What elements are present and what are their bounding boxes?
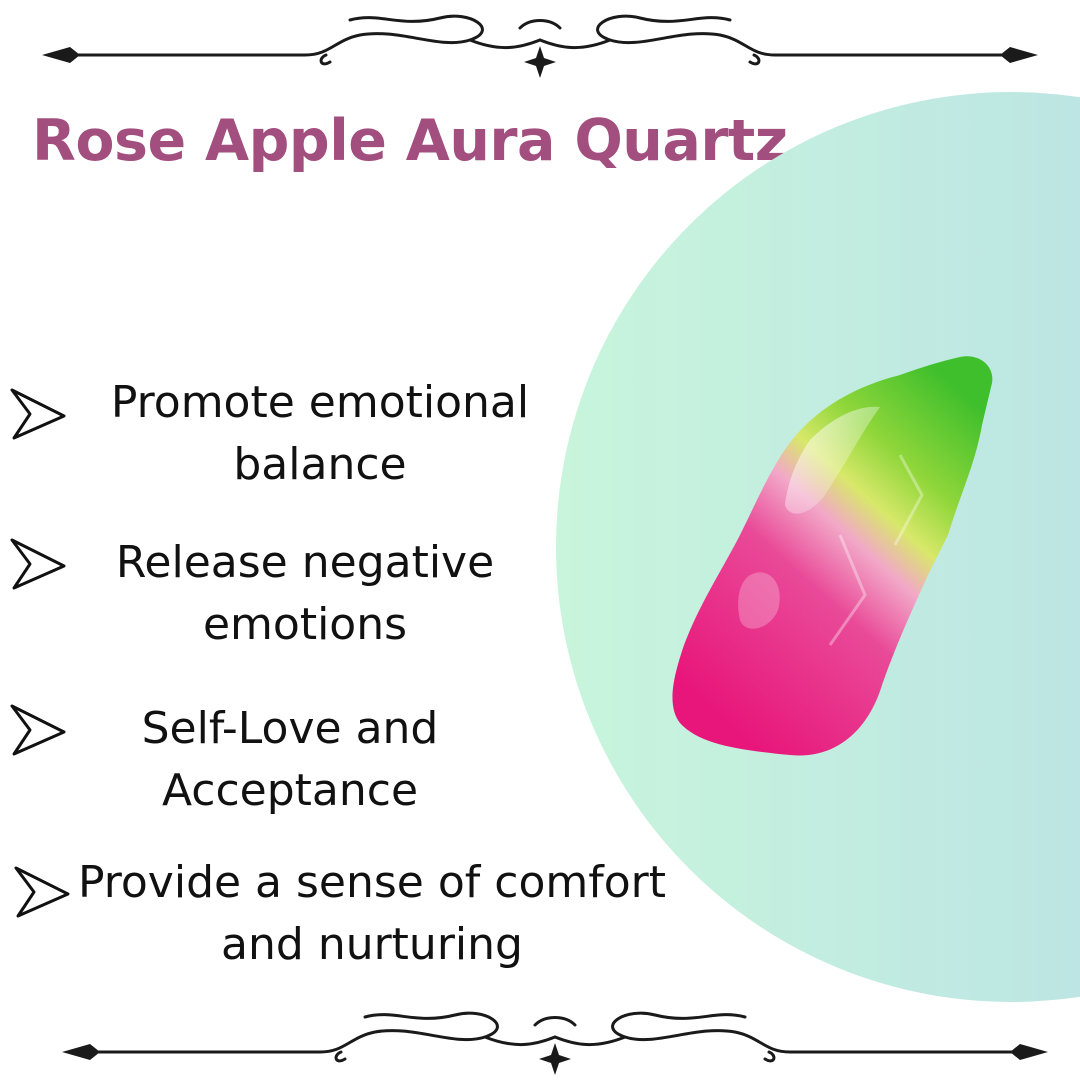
benefit-text: Promote emotional balance (90, 372, 550, 496)
benefit-line-2: Acceptance (161, 765, 419, 816)
benefit-text: Provide a sense of comfort and nurturing (72, 852, 672, 976)
benefit-line-2: emotions (202, 599, 408, 650)
chevron-arrow-icon (10, 388, 66, 440)
benefit-line-1: Promote emotional (110, 377, 530, 428)
page-title: Rose Apple Aura Quartz (32, 108, 788, 174)
benefit-item: Release negative emotions (0, 532, 680, 662)
benefit-line-1: Self-Love and (141, 703, 439, 754)
bottom-ornamental-divider-icon (62, 1011, 1048, 1075)
benefit-item: Provide a sense of comfort and nurturing (0, 852, 680, 982)
benefit-text: Release negative emotions (80, 532, 530, 656)
benefit-line-1: Release negative (115, 537, 495, 588)
benefit-line-2: and nurturing (221, 919, 523, 970)
chevron-arrow-icon (10, 538, 66, 590)
chevron-arrow-icon (10, 704, 66, 756)
benefit-text: Self-Love and Acceptance (80, 698, 500, 822)
chevron-arrow-icon (14, 866, 70, 918)
benefit-item: Promote emotional balance (0, 372, 680, 502)
benefit-line-1: Provide a sense of comfort (78, 857, 666, 908)
crystal-image (672, 356, 993, 756)
top-ornamental-divider-icon (42, 14, 1038, 78)
benefit-line-2: balance (233, 439, 407, 490)
benefit-item: Self-Love and Acceptance (0, 698, 680, 828)
